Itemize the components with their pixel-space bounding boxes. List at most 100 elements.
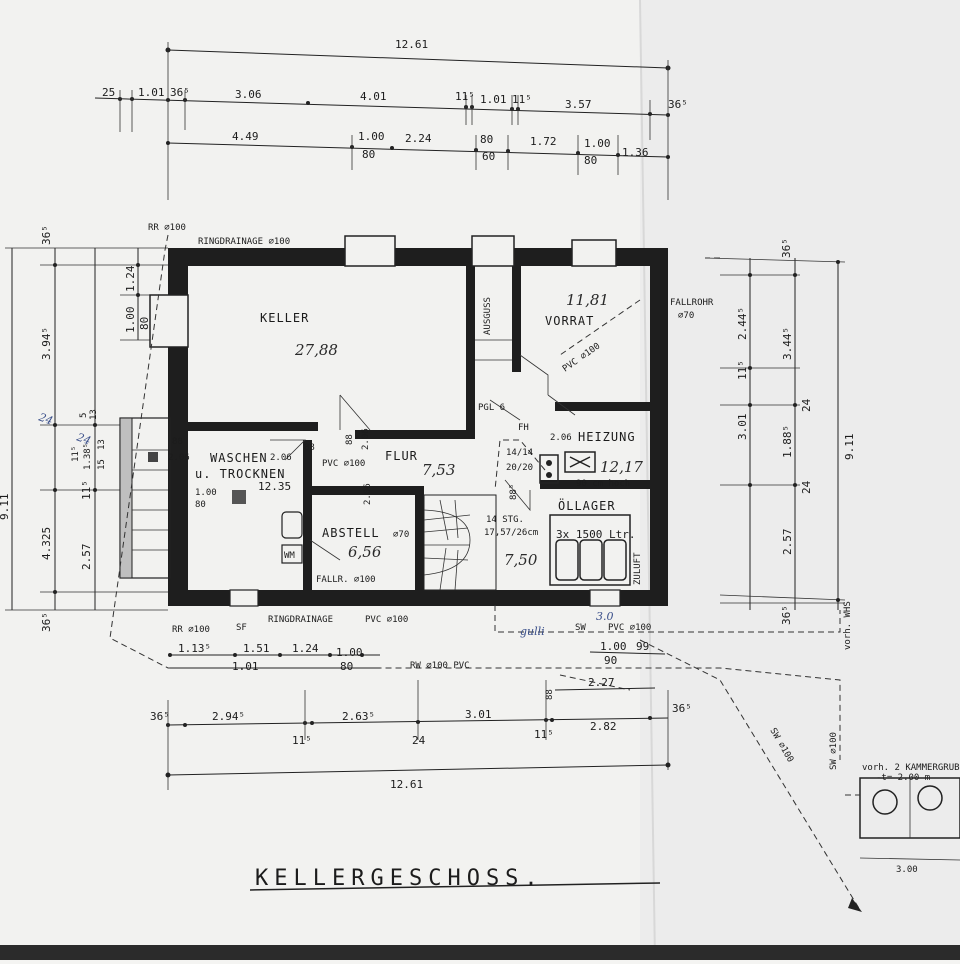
room-flur-name: FLUR bbox=[385, 449, 418, 463]
label-sw-pvc: PVC ⌀100 bbox=[608, 623, 651, 633]
dim-top-c: 36⁵ bbox=[170, 86, 190, 99]
label-ringdrainage-top: RINGDRAINAGE ⌀100 bbox=[198, 237, 290, 247]
desk-edge bbox=[0, 945, 960, 960]
dim-left-i: 80 bbox=[138, 317, 151, 330]
dim-left-blue-a: 24 bbox=[36, 410, 55, 427]
label-stair-steps: 14 STG. bbox=[486, 515, 524, 525]
dim-left-s5: 13 bbox=[97, 439, 107, 450]
door-swings bbox=[270, 354, 576, 561]
dim-bot-b: 1.51 bbox=[243, 642, 270, 655]
oil-tanks bbox=[549, 514, 631, 586]
room-labels: KELLER 27,88 11,81 VORRAT WASCHEN u. TRO… bbox=[195, 291, 643, 569]
label-kammergrube: vorh. 2 KAMMERGRUBE bbox=[862, 763, 960, 773]
room-abstell-area: 6,56 bbox=[348, 543, 382, 561]
dim-left-h: 1.00 bbox=[124, 307, 137, 334]
label-waschen-dim3: 80 bbox=[195, 500, 206, 510]
dim-bot-c: 1.24 bbox=[292, 642, 319, 655]
label-kammergrube-w: 3.00 bbox=[896, 865, 918, 875]
label-wm: WM bbox=[284, 551, 295, 561]
label-door-88b: 88 bbox=[304, 443, 315, 453]
dim-right-a: 36⁵ bbox=[780, 238, 793, 258]
dim-bot-h: 90 bbox=[604, 654, 617, 667]
label-ausguss: AUSGUSS bbox=[483, 297, 493, 335]
dim-top2-f: 1.00 bbox=[584, 137, 611, 150]
dim-bot2-h: 11⁵ bbox=[534, 728, 554, 741]
label-sw-100: SW ⌀100 bbox=[829, 732, 839, 770]
dim-top-f: 11⁵ bbox=[455, 90, 475, 103]
dim-left-b: 3.94⁵ bbox=[40, 327, 53, 360]
dim-bot2-k: 88 bbox=[545, 689, 555, 700]
label-pvc-flur: PVC ⌀100 bbox=[322, 459, 365, 469]
dim-left-s4: 1.38⁵ bbox=[83, 443, 93, 470]
right-dimensions: 36⁵ 2.44⁵ 3.44⁵ 11⁵ 3.01 24 1.88⁵ 24 2.5… bbox=[704, 238, 856, 650]
dim-top2-d: 80 bbox=[480, 133, 493, 146]
dim-right-c: 3.44⁵ bbox=[781, 327, 794, 360]
label-rr-bottom: RR ⌀100 bbox=[172, 625, 210, 635]
label-ringdrainage-bottom: RINGDRAINAGE bbox=[268, 615, 333, 625]
dim-top-b: 1.01 bbox=[138, 86, 165, 99]
dim-left-a: 36⁵ bbox=[40, 225, 53, 245]
room-abstell-name: ABSTELL bbox=[322, 526, 380, 540]
dim-right-j: 36⁵ bbox=[780, 605, 793, 625]
dim-bottom-total: 12.61 bbox=[390, 778, 423, 791]
dim-top2-sub-b: 60 bbox=[482, 150, 495, 163]
dim-bot-e: 1.01 bbox=[232, 660, 259, 673]
label-abstell-206: 2.06 bbox=[363, 483, 373, 505]
label-pgl: PGL 6 bbox=[478, 403, 505, 413]
dim-left-s6: 15 bbox=[97, 459, 107, 470]
dim-right-h: 24 bbox=[800, 480, 813, 494]
dim-bot-g: 1.00 bbox=[600, 640, 627, 653]
windows bbox=[149, 235, 621, 607]
bottom-dimensions: 1.13⁵ 1.51 1.24 1.00 1.01 80 1.00 90 99 … bbox=[150, 640, 692, 791]
room-stair-area: 7,50 bbox=[504, 551, 538, 569]
label-rw: RW ⌀100 PVC bbox=[410, 661, 470, 671]
dim-top2-sub-c: 80 bbox=[584, 154, 597, 167]
dim-top-g: 1.01 bbox=[480, 93, 507, 106]
left-dimensions: 36⁵ 3.94⁵ 11⁵ 4.325 2.57 36⁵ 1.24 1.00 8… bbox=[0, 225, 168, 632]
room-vorrat-name: VORRAT bbox=[545, 314, 594, 328]
dim-left-e: 2.57 bbox=[80, 544, 93, 571]
septic-tank bbox=[845, 777, 960, 861]
dim-bot2-j: 2.27 bbox=[588, 676, 615, 689]
dim-bot-i: 99 bbox=[636, 640, 649, 653]
paper-fold-shade bbox=[640, 0, 960, 960]
dim-left-f: 36⁵ bbox=[40, 612, 53, 632]
dim-bot2-g: 24 bbox=[412, 734, 426, 747]
label-door-88a: 88 bbox=[172, 437, 183, 447]
dim-right-d: 11⁵ bbox=[736, 360, 749, 380]
dim-right-total: 9.11 bbox=[843, 434, 856, 461]
dim-bot-d: 1.00 bbox=[336, 646, 363, 659]
dim-left-c: 11⁵ bbox=[80, 480, 93, 500]
dim-top2-sub-a: 80 bbox=[362, 148, 375, 161]
label-door-2020: 20/20 bbox=[506, 463, 533, 473]
dim-bot-f: 80 bbox=[340, 660, 353, 673]
room-keller-area: 27,88 bbox=[294, 341, 338, 359]
dim-bot2-a: 36⁵ bbox=[150, 710, 170, 723]
dim-bot-a: 1.13⁵ bbox=[178, 642, 211, 655]
dim-right-f: 24 bbox=[800, 398, 813, 412]
dim-right-e: 3.01 bbox=[736, 414, 749, 441]
dim-left-blue-b: 24 bbox=[74, 430, 93, 447]
dim-top-d: 3.06 bbox=[235, 88, 262, 101]
dim-left-total: 9.11 bbox=[0, 494, 11, 521]
room-waschen-name: WASCHEN bbox=[210, 451, 268, 465]
building-walls bbox=[168, 248, 668, 606]
label-fallr-abstell: FALLR. ⌀100 bbox=[316, 575, 376, 585]
room-vorrat-area: 11,81 bbox=[566, 291, 609, 309]
dim-top-e: 4.01 bbox=[360, 90, 387, 103]
title-underline bbox=[249, 882, 661, 891]
dim-left-d: 4.325 bbox=[40, 527, 53, 560]
room-trocknen-name: u. TROCKNEN bbox=[195, 467, 285, 481]
dim-left-s3: 11⁵ bbox=[71, 446, 81, 462]
label-door-885: 88⁵ bbox=[509, 484, 519, 500]
dim-left-g: 1.24 bbox=[124, 265, 137, 292]
dim-left-s1: 5 bbox=[79, 413, 89, 418]
label-door-206: 2.06 bbox=[270, 453, 292, 463]
dim-right-b: 2.44⁵ bbox=[736, 307, 749, 340]
label-fallrohr: FALLROHR bbox=[670, 298, 714, 308]
label-kammergrube-h: -t= 2.00 m bbox=[876, 773, 930, 783]
room-flur-area: 7,53 bbox=[422, 461, 455, 479]
dim-bot2-e: 36⁵ bbox=[672, 702, 692, 715]
fixtures bbox=[148, 451, 596, 564]
